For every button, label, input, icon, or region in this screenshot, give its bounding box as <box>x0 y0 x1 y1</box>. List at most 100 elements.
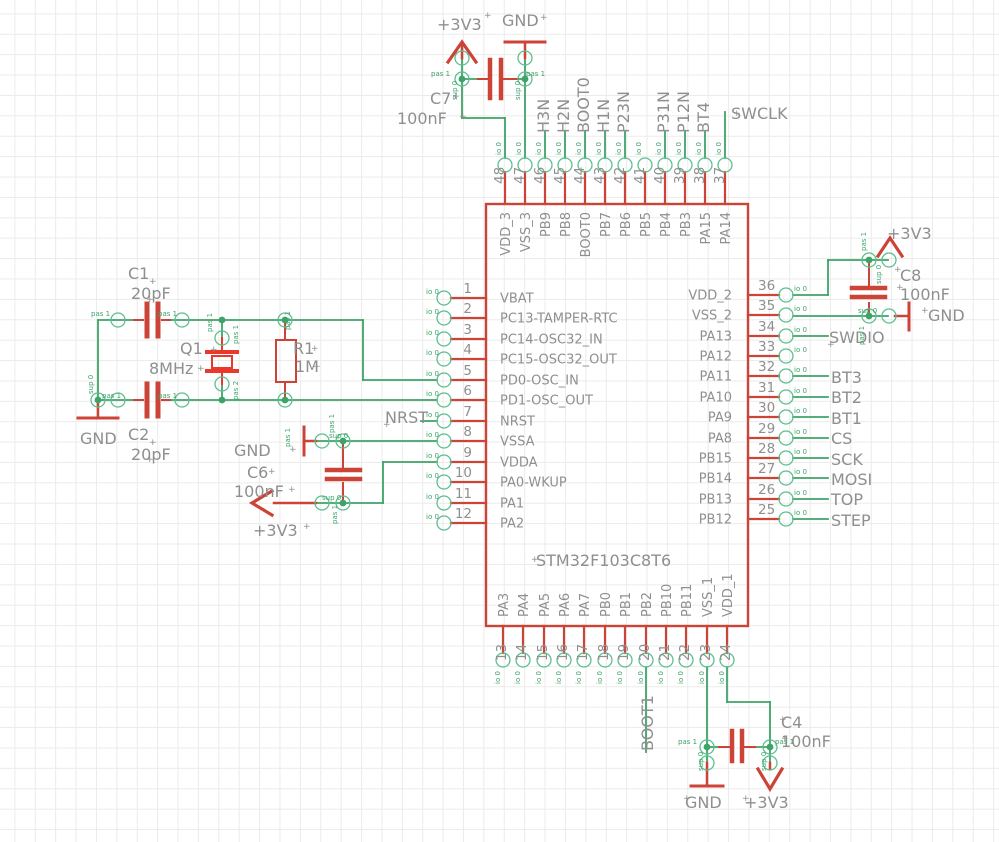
pin-number[interactable]: 19 <box>616 644 632 661</box>
pin-name[interactable]: PA9 <box>708 411 732 426</box>
power-label-gnd-right[interactable]: GND <box>928 306 965 325</box>
pin-pad-circle[interactable] <box>778 491 794 507</box>
pin-pad-circle[interactable] <box>778 389 794 405</box>
pin-pad-circle[interactable] <box>436 331 452 347</box>
pin-name[interactable]: PA13 <box>700 330 732 345</box>
pin-number[interactable]: 36 <box>758 278 775 294</box>
value-c1[interactable]: 20pF <box>131 284 171 303</box>
pin-number[interactable]: 13 <box>494 644 510 661</box>
pin-number[interactable]: 39 <box>672 167 688 184</box>
pin-pad-circle[interactable] <box>778 470 794 486</box>
pin-pad-circle[interactable] <box>557 157 573 173</box>
pin-number[interactable]: 33 <box>758 339 775 355</box>
pin-pad-circle[interactable] <box>536 652 552 668</box>
refdes-q1[interactable]: Q1 <box>180 339 203 358</box>
pin-pad-circle[interactable] <box>881 308 897 324</box>
refdes-c2[interactable]: C2 <box>128 425 149 444</box>
pin-name[interactable]: PA10 <box>700 391 732 406</box>
net-label-nrst[interactable]: NRST <box>385 408 428 427</box>
pin-pad-circle[interactable] <box>537 157 553 173</box>
pin-name[interactable]: NRST <box>500 415 535 430</box>
power-label-3v3-right[interactable]: +3V3 <box>887 224 932 243</box>
power-label-gnd-left[interactable]: GND <box>80 429 117 448</box>
pin-number[interactable]: 14 <box>514 644 530 661</box>
pin-name[interactable]: PA15 <box>699 212 714 244</box>
power-arrow-icon[interactable] <box>445 39 479 65</box>
value-c8[interactable]: 100nF <box>900 285 950 304</box>
refdes-c7[interactable]: C7 <box>430 89 451 108</box>
pin-pad-circle[interactable] <box>110 392 126 408</box>
junction-dot[interactable] <box>218 316 226 324</box>
power-label-gnd-top[interactable]: GND <box>502 11 539 30</box>
net-label-sck[interactable]: SCK <box>831 450 863 469</box>
pin-pad-circle[interactable] <box>778 450 794 466</box>
pin-pad-circle[interactable] <box>778 511 794 527</box>
pin-number[interactable]: 21 <box>657 644 673 661</box>
pin-number[interactable]: 8 <box>463 424 472 440</box>
net-label-p23n[interactable]: P23N <box>614 91 633 133</box>
pin-name[interactable]: PC13-TAMPER-RTC <box>500 312 618 327</box>
junction-dot[interactable] <box>339 437 347 445</box>
ic-part-label[interactable]: STM32F103C8T6 <box>536 551 671 570</box>
crystal-q1-body[interactable] <box>211 355 233 369</box>
pin-name[interactable]: BOOT0 <box>579 212 594 257</box>
pin-number[interactable]: 25 <box>758 502 775 518</box>
pin-pad-circle[interactable] <box>778 328 794 344</box>
pin-number[interactable]: 42 <box>612 167 628 184</box>
value-c6[interactable]: 100nF <box>234 482 284 501</box>
pin-pad-circle[interactable] <box>881 252 897 268</box>
pin-pad-circle[interactable] <box>861 252 877 268</box>
junction-dot[interactable] <box>865 256 873 264</box>
pin-pad-circle[interactable] <box>762 739 778 755</box>
pin-name[interactable]: VBAT <box>500 292 534 307</box>
junction-dot[interactable] <box>281 316 289 324</box>
pin-pad-circle[interactable] <box>495 652 511 668</box>
pin-number[interactable]: 4 <box>463 342 472 358</box>
refdes-c4[interactable]: C4 <box>781 713 802 732</box>
pin-pad-circle[interactable] <box>517 50 533 66</box>
pin-name[interactable]: PB14 <box>699 472 732 487</box>
net-label-top[interactable]: TOP <box>830 490 863 509</box>
pin-name[interactable]: VSSA <box>500 435 535 450</box>
ic-outline[interactable] <box>484 202 750 628</box>
pin-pad-circle[interactable] <box>778 409 794 425</box>
pin-name[interactable]: PA12 <box>700 350 732 365</box>
pin-name[interactable]: PB9 <box>539 212 554 237</box>
junction-dot[interactable] <box>94 396 102 404</box>
pin-number[interactable]: 48 <box>492 167 508 184</box>
pin-pad-circle[interactable] <box>597 652 613 668</box>
pin-pad-circle[interactable] <box>778 287 794 303</box>
pin-number[interactable]: 18 <box>596 644 612 661</box>
pin-pad-circle[interactable] <box>556 652 572 668</box>
pin-pad-circle[interactable] <box>517 71 533 87</box>
pin-pad-circle[interactable] <box>436 413 452 429</box>
pin-name[interactable]: PB11 <box>680 584 695 617</box>
pin-number[interactable]: 24 <box>718 644 734 661</box>
pin-pad-circle[interactable] <box>861 308 877 324</box>
pin-number[interactable]: 44 <box>572 167 588 184</box>
pin-number[interactable]: 40 <box>652 167 668 184</box>
pin-number[interactable]: 26 <box>758 482 775 498</box>
value-c7[interactable]: 100nF <box>397 109 447 128</box>
pin-number[interactable]: 2 <box>463 301 472 317</box>
pin-pad-circle[interactable] <box>454 71 470 87</box>
pin-number[interactable]: 7 <box>463 404 472 420</box>
pin-name[interactable]: PB3 <box>679 212 694 237</box>
pin-name[interactable]: PA1 <box>500 497 524 512</box>
pin-name[interactable]: PB8 <box>559 212 574 237</box>
pin-pad-circle[interactable] <box>576 652 592 668</box>
pin-pad-circle[interactable] <box>778 430 794 446</box>
pin-name[interactable]: VDD_1 <box>721 573 736 617</box>
net-label-mosi[interactable]: MOSI <box>831 470 872 489</box>
junction-dot[interactable] <box>865 312 873 320</box>
pin-pad-circle[interactable] <box>436 433 452 449</box>
pin-name[interactable]: VDDA <box>500 456 538 471</box>
pin-name[interactable]: PA2 <box>500 517 524 532</box>
value-c4[interactable]: 100nF <box>781 732 831 751</box>
refdes-c8[interactable]: C8 <box>900 266 921 285</box>
pin-number[interactable]: 35 <box>758 298 775 314</box>
pin-name[interactable]: PA14 <box>719 212 734 244</box>
pin-pad-circle[interactable] <box>436 351 452 367</box>
power-arrow-icon[interactable] <box>755 766 785 793</box>
pin-name[interactable]: PB10 <box>660 584 675 617</box>
